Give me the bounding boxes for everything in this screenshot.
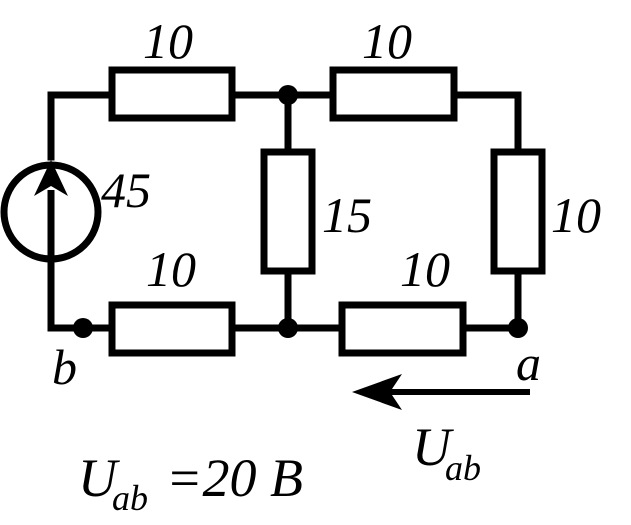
junction-top (278, 85, 298, 105)
node-a-dot (508, 318, 528, 338)
label-resistor-bottom-left: 10 (146, 241, 196, 297)
label-source-value: 45 (101, 162, 151, 218)
label-resistor-middle: 15 (322, 187, 372, 243)
voltage-label: U ab (412, 417, 481, 488)
voltage-arrow-icon (352, 374, 530, 410)
resistor-top-right (329, 66, 458, 122)
current-source-icon (0, 160, 102, 266)
node-b-dot (73, 318, 93, 338)
wire-top-right (450, 91, 522, 156)
equation-sub: ab (112, 478, 148, 518)
label-resistor-bottom-right: 10 (400, 241, 450, 297)
equation-value: =20 B (166, 448, 303, 508)
wire-left-upper (47, 91, 116, 161)
label-node-b: b (52, 339, 77, 395)
voltage-label-sub: ab (445, 448, 481, 488)
resistor-middle (260, 148, 316, 275)
resistor-right (490, 148, 546, 275)
label-resistor-top-right: 10 (362, 13, 412, 69)
junction-bottom (278, 318, 298, 338)
resistor-bottom-left (108, 301, 236, 357)
voltage-equation: U ab =20 B (78, 448, 303, 518)
label-resistor-top-left: 10 (143, 13, 193, 69)
label-node-a: a (516, 335, 541, 391)
resistor-top-left (108, 66, 236, 122)
equation-main: U (78, 448, 120, 508)
voltage-label-main: U (412, 417, 454, 477)
resistor-bottom-right (338, 301, 467, 357)
label-resistor-right: 10 (551, 187, 601, 243)
